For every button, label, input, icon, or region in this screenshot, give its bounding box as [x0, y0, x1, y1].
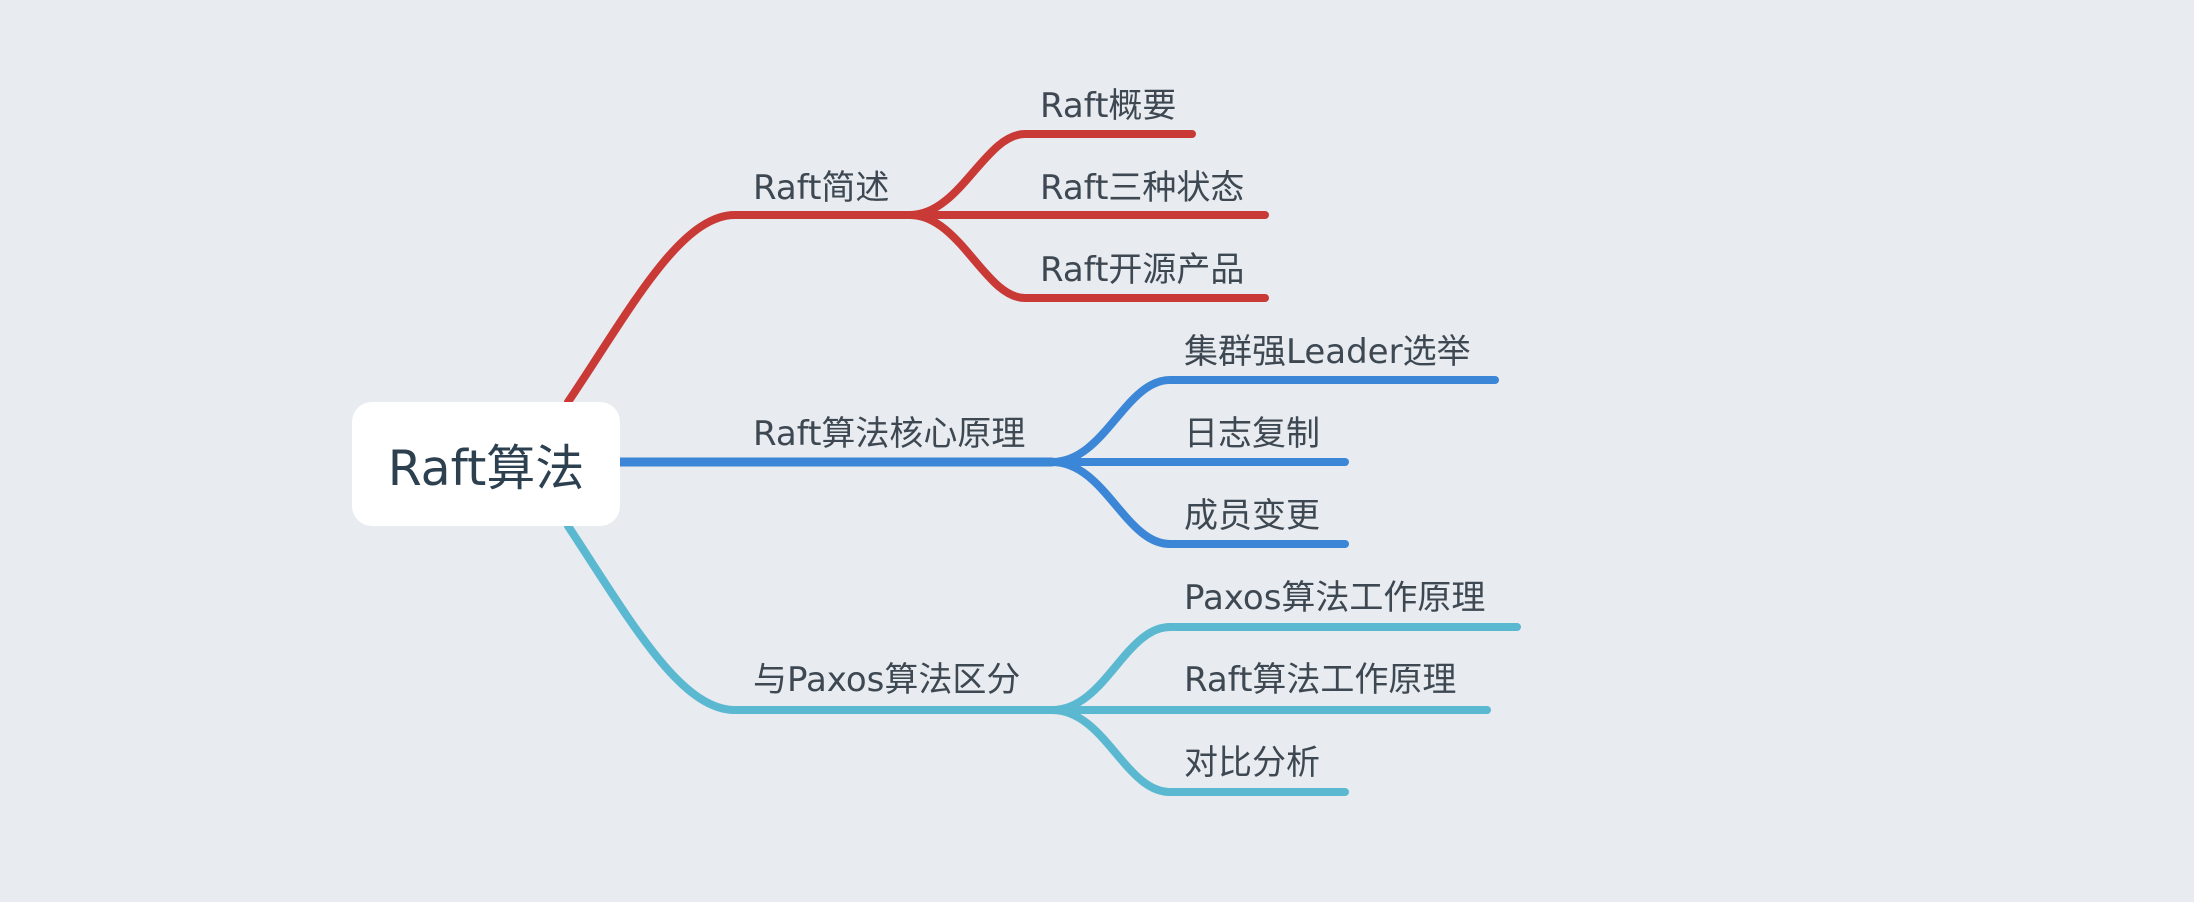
root-topic[interactable]: Raft算法 [352, 402, 620, 526]
connector-branch-2-child-3 [1048, 458, 1349, 548]
subtopic-1-1[interactable]: Raft概要 [1040, 86, 1177, 126]
connector-branch-3-child-3 [1048, 706, 1349, 796]
connector-root-to-branch-3 [564, 522, 1056, 714]
subtopic-1-3[interactable]: Raft开源产品 [1040, 250, 1245, 290]
subtopic-1-2[interactable]: Raft三种状态 [1040, 168, 1245, 208]
subtopic-3-3[interactable]: 对比分析 [1184, 743, 1320, 783]
subtopic-3-1[interactable]: Paxos算法工作原理 [1184, 578, 1486, 618]
connector-root-to-branch-1 [564, 211, 914, 406]
branch-topic-1[interactable]: Raft简述 [753, 168, 890, 208]
branch-topic-2[interactable]: Raft算法核心原理 [753, 414, 1026, 454]
subtopic-2-3[interactable]: 成员变更 [1184, 496, 1320, 536]
subtopic-2-1[interactable]: 集群强Leader选举 [1184, 332, 1471, 372]
subtopic-2-2[interactable]: 日志复制 [1184, 414, 1320, 454]
subtopic-3-2[interactable]: Raft算法工作原理 [1184, 660, 1457, 700]
branch-topic-3[interactable]: 与Paxos算法区分 [753, 660, 1021, 700]
root-topic-label: Raft算法 [387, 439, 585, 497]
connector-branch-1-child-3 [906, 211, 1269, 302]
connector-branch-3-child-1 [1048, 623, 1521, 714]
